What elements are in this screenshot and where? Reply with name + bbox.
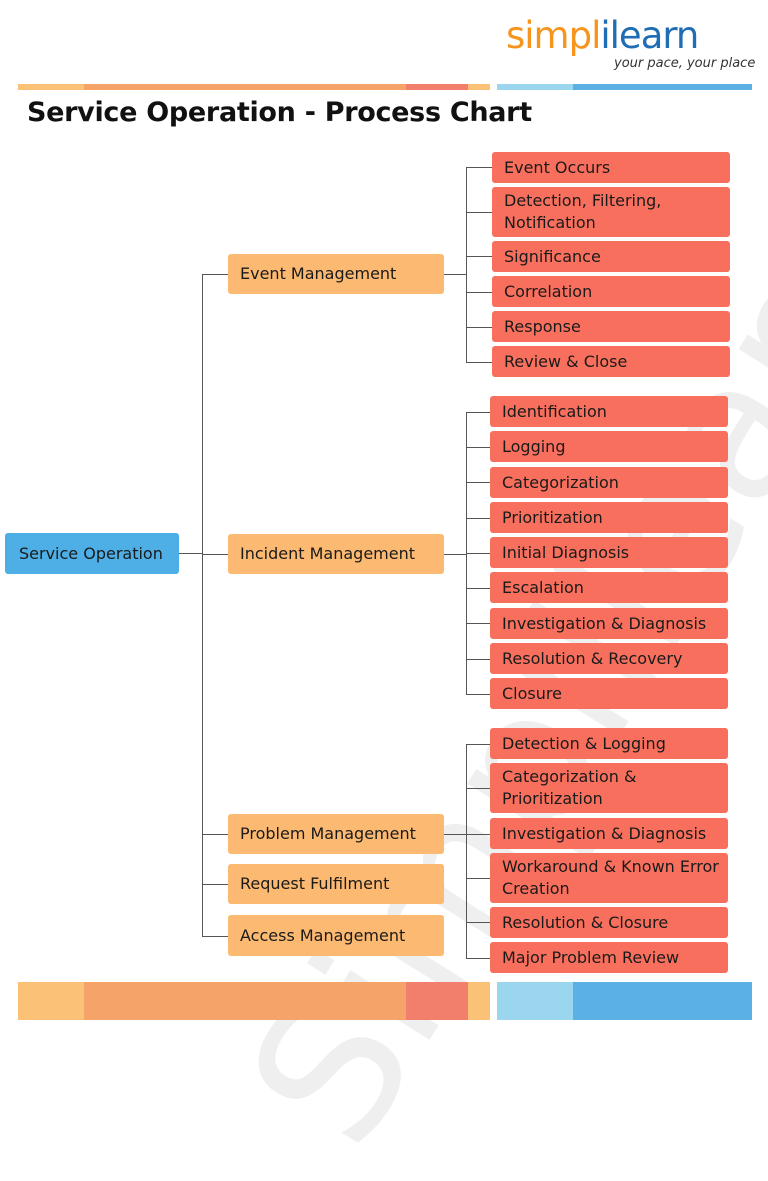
step-resolution-closure: Resolution & Closure <box>490 907 728 938</box>
logo-wordmark: simplilearn <box>506 14 699 57</box>
step-workaround-known-error: Workaround & Known Error Creation <box>490 853 728 903</box>
node-problem-management: Problem Management <box>228 814 444 854</box>
bottom-bar-segment <box>84 982 406 1020</box>
step-problem-investigation-diagnosis: Investigation & Diagnosis <box>490 818 728 849</box>
top-bar-segment <box>497 84 573 90</box>
step-detection-logging: Detection & Logging <box>490 728 728 759</box>
step-escalation: Escalation <box>490 572 728 603</box>
step-significance: Significance <box>492 241 730 272</box>
step-investigation-diagnosis: Investigation & Diagnosis <box>490 608 728 639</box>
bottom-bar-segment <box>573 982 752 1020</box>
bottom-bar-segment <box>468 982 490 1020</box>
step-closure: Closure <box>490 678 728 709</box>
top-bar-segment <box>18 84 84 90</box>
top-bar-segment <box>468 84 490 90</box>
step-major-problem-review: Major Problem Review <box>490 942 728 973</box>
node-incident-management: Incident Management <box>228 534 444 574</box>
page-title: Service Operation - Process Chart <box>27 97 532 128</box>
node-service-operation: Service Operation <box>5 533 179 574</box>
step-categorization: Categorization <box>490 467 728 498</box>
step-prioritization: Prioritization <box>490 502 728 533</box>
step-logging: Logging <box>490 431 728 462</box>
node-request-fulfilment: Request Fulfilment <box>228 864 444 904</box>
step-detection-filtering-notification: Detection, Filtering, Notification <box>492 187 730 237</box>
top-bar-segment <box>573 84 752 90</box>
step-initial-diagnosis: Initial Diagnosis <box>490 537 728 568</box>
step-event-occurs: Event Occurs <box>492 152 730 183</box>
node-access-management: Access Management <box>228 915 444 956</box>
top-bar-segment <box>406 84 468 90</box>
bottom-bar-segment <box>18 982 84 1020</box>
step-categorization-prioritization: Categorization & Prioritization <box>490 763 728 813</box>
bottom-bar-segment <box>406 982 468 1020</box>
step-review-close: Review & Close <box>492 346 730 377</box>
step-identification: Identification <box>490 396 728 427</box>
simplilearn-logo: simplilearn your pace, your place <box>506 14 756 74</box>
step-correlation: Correlation <box>492 276 730 307</box>
top-bar-segment <box>84 84 406 90</box>
step-resolution-recovery: Resolution & Recovery <box>490 643 728 674</box>
node-event-management: Event Management <box>228 254 444 294</box>
step-response: Response <box>492 311 730 342</box>
bottom-bar-segment <box>497 982 573 1020</box>
logo-tagline: your pace, your place <box>614 56 756 71</box>
